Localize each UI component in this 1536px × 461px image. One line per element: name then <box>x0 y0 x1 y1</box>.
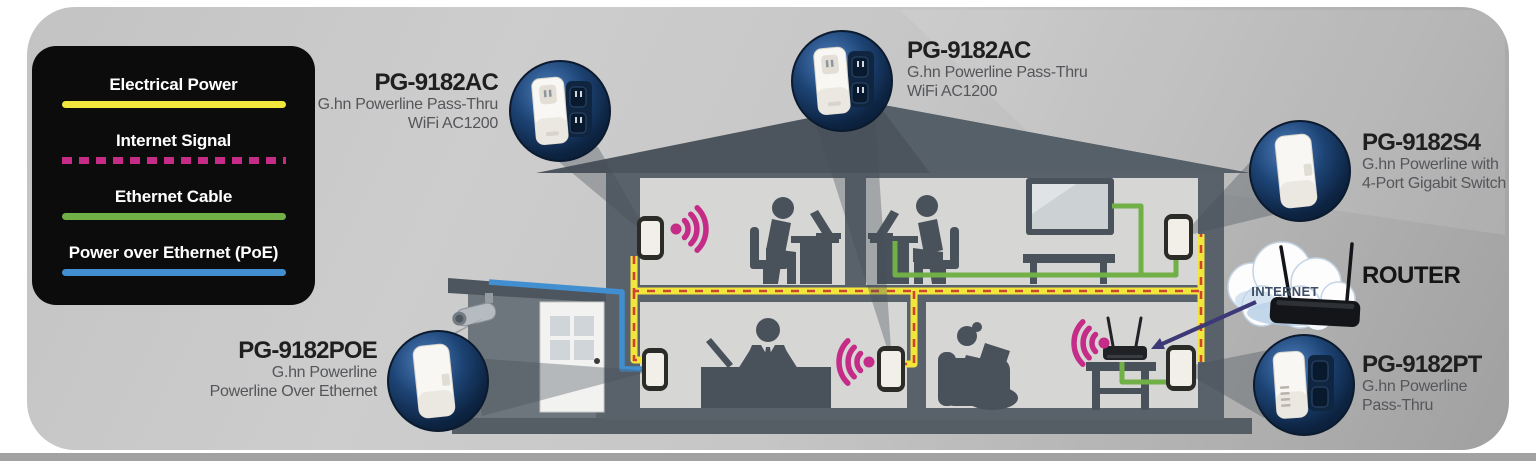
legend-item-internet: Internet Signal <box>32 131 315 164</box>
internet-signal-line-swatch <box>61 157 286 164</box>
man-in-suit-at-desk <box>701 318 831 408</box>
label-pg9182s4: PG-9182S4 G.hn Powerline with 4-Port Gig… <box>1362 130 1532 193</box>
wifi-signal-icon-lower-middle <box>836 338 875 386</box>
product-photo-pg9182poe <box>387 330 489 432</box>
legend-label: Ethernet Cable <box>114 187 233 206</box>
ground <box>452 418 1252 434</box>
product-photo-pg9182s4 <box>1249 120 1351 222</box>
product-desc: G.hn Powerline Pass-Thru <box>317 96 499 113</box>
product-desc: WiFi AC1200 <box>407 115 498 132</box>
product-photo-pg9182pt <box>1253 334 1355 436</box>
monitor-icon <box>706 338 733 368</box>
legend-label: Power over Ethernet (PoE) <box>68 243 279 262</box>
label-pg9182ac-top-left: PG-9182AC G.hn Powerline Pass-Thru WiFi … <box>292 69 499 133</box>
product-model: PG-9182AC <box>907 37 1031 64</box>
product-model: PG-9182POE <box>238 337 378 364</box>
security-camera-icon <box>452 293 497 327</box>
adapter-lower-middle <box>877 346 905 392</box>
person-at-desk-upper-left <box>750 197 841 284</box>
legend-label: Internet Signal <box>115 131 232 150</box>
poe-line-swatch <box>61 269 286 276</box>
background-highlight <box>900 10 1505 235</box>
label-pg9182ac-top-center: PG-9182AC G.hn Powerline Pass-Thru WiFi … <box>907 38 1117 101</box>
wall-adapters <box>637 214 1196 392</box>
electrical-power-line-swatch <box>61 101 286 108</box>
adapter-lower-right <box>1166 345 1196 391</box>
product-photo-pg9182ac-top-left <box>509 60 611 162</box>
product-desc: G.hn Powerline <box>271 364 378 381</box>
wifi-signal-icon-router <box>1071 319 1110 367</box>
poe-cable <box>488 279 645 372</box>
legend-item-electrical: Electrical Power <box>32 75 315 108</box>
adapter-lower-left <box>642 348 668 391</box>
laptop-icon <box>876 210 899 238</box>
product-desc: WiFi AC1200 <box>907 83 998 100</box>
laptop-icon <box>810 210 833 238</box>
router-label: ROUTER <box>1362 262 1461 289</box>
legend: Electrical Power Internet Signal Etherne… <box>32 46 315 305</box>
main-router-icon <box>1269 242 1361 327</box>
product-model: PG-9182S4 <box>1362 129 1481 156</box>
product-desc: G.hn Powerline <box>1362 378 1468 395</box>
ethernet-cable <box>892 203 1179 385</box>
product-desc: 4-Port Gigabit Switch <box>1362 175 1506 192</box>
wifi-router-icon <box>1103 316 1147 360</box>
product-model: PG-9182PT <box>1362 351 1482 378</box>
internet-to-router-arrow <box>1151 300 1257 349</box>
label-pg9182poe: PG-9182POE G.hn Powerline Powerline Over… <box>180 337 378 401</box>
tv-and-console <box>1023 178 1115 284</box>
bottom-strip <box>0 453 1536 461</box>
product-photo-pg9182ac-top-center <box>791 30 893 132</box>
adapter-upper-left <box>637 216 664 260</box>
product-desc: G.hn Powerline Pass-Thru <box>907 64 1088 81</box>
legend-label: Electrical Power <box>109 75 238 94</box>
product-desc: G.hn Powerline with <box>1362 156 1499 173</box>
legend-item-poe: Power over Ethernet (PoE) <box>32 243 315 276</box>
product-desc: Powerline Over Ethernet <box>209 383 378 400</box>
product-circles <box>387 30 1355 436</box>
label-pg9182pt: PG-9182PT G.hn Powerline Pass-Thru <box>1362 352 1532 415</box>
callout-wedges <box>414 100 1281 418</box>
product-desc: Pass-Thru <box>1362 397 1434 414</box>
woman-in-armchair <box>938 322 1018 410</box>
wifi-signal-icon-upper-left <box>670 205 709 253</box>
product-model: PG-9182AC <box>374 69 498 96</box>
ethernet-cable-line-swatch <box>61 213 286 220</box>
internet-label: INTERNET <box>1251 284 1319 299</box>
legend-item-ethernet: Ethernet Cable <box>32 187 315 220</box>
adapter-upper-right <box>1164 214 1193 260</box>
